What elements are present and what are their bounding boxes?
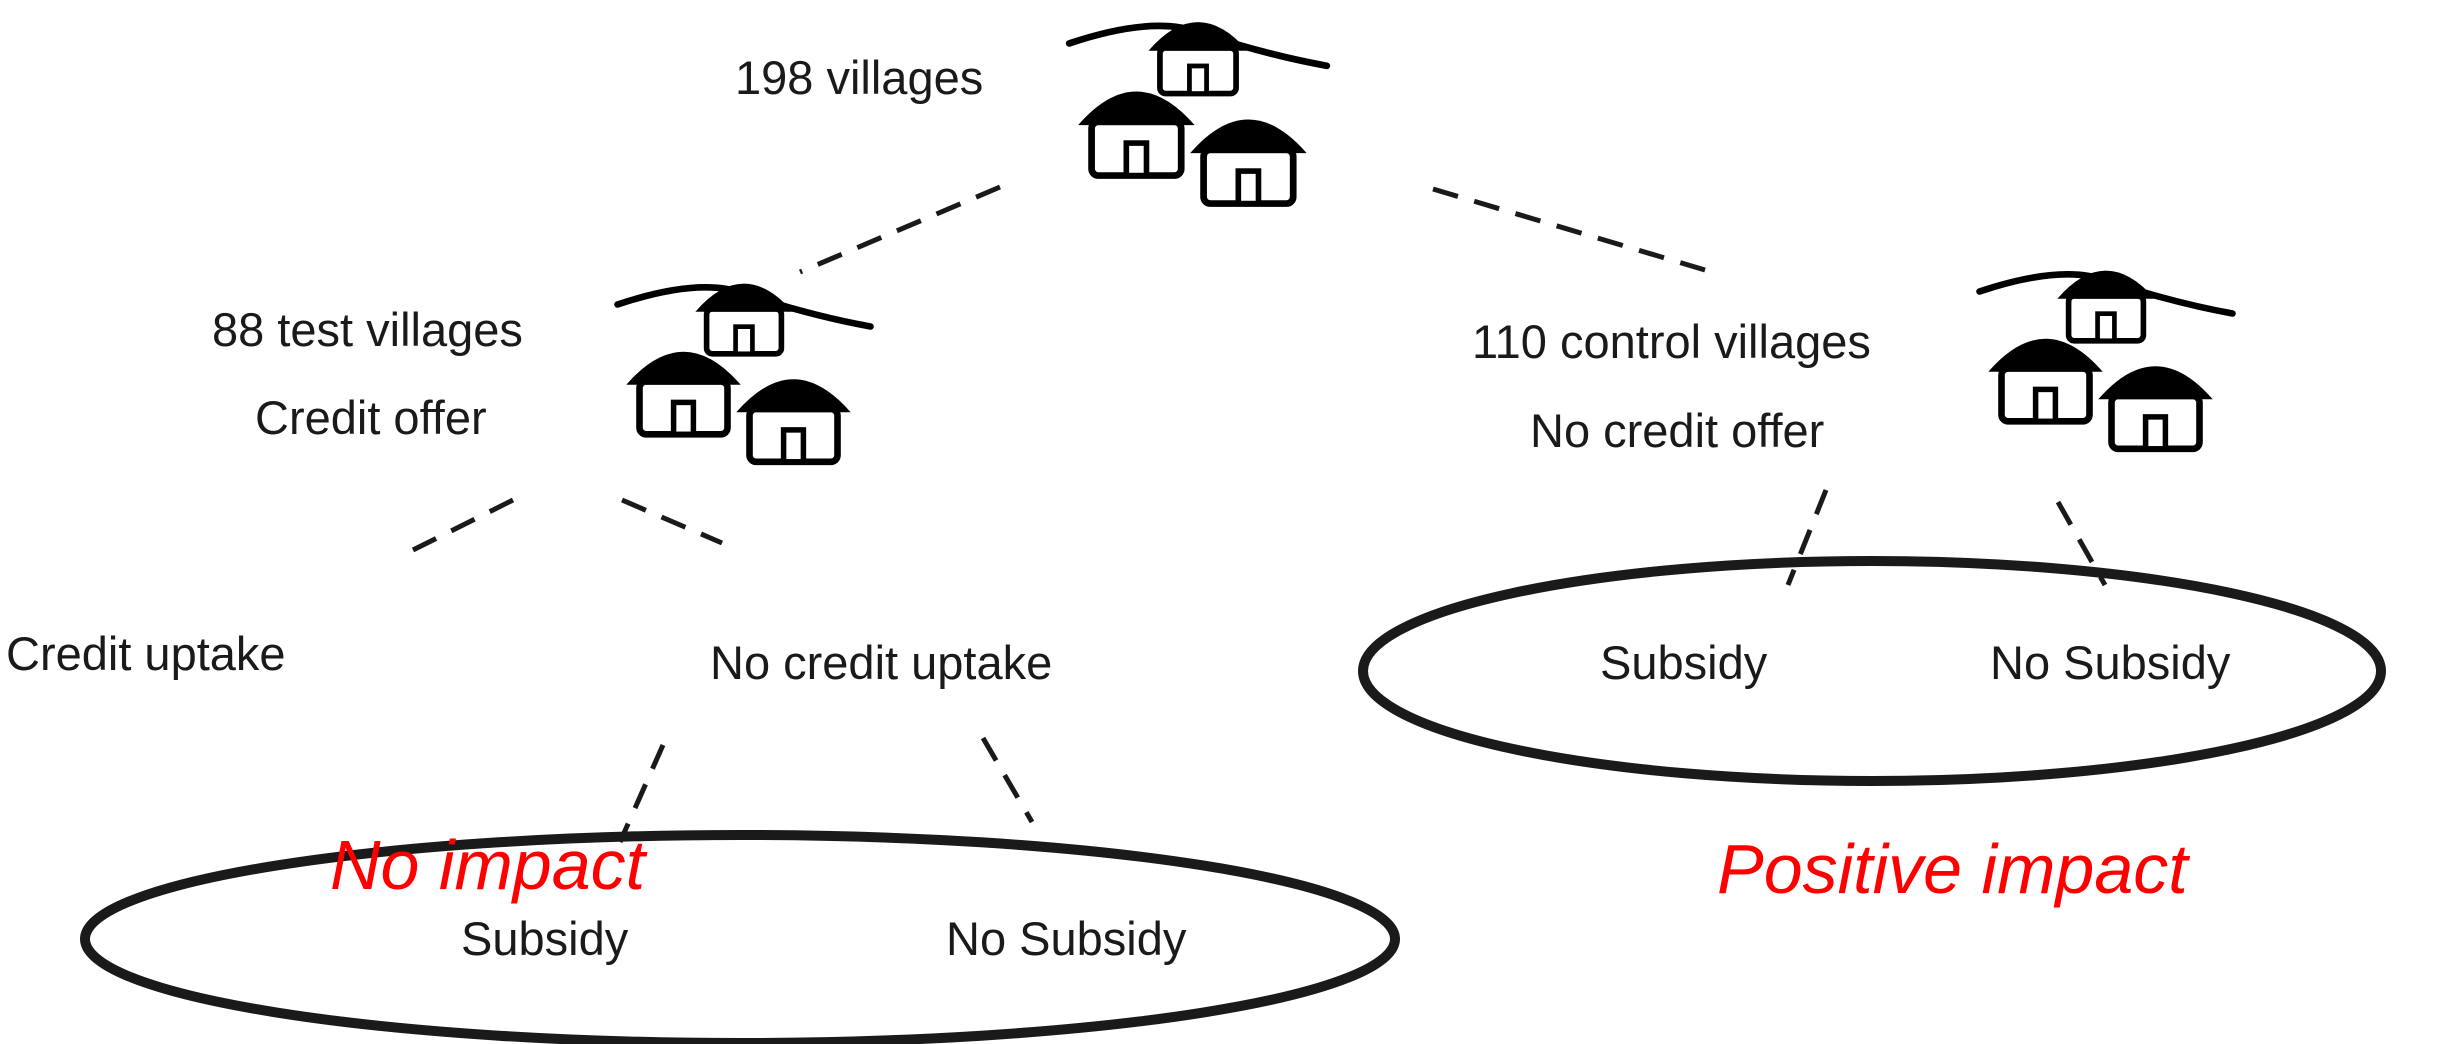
control-no-subsidy-label: No Subsidy [1990,636,2231,689]
control-villages-count-label: 110 control villages [1472,315,1871,368]
connector-line [1785,489,1829,586]
control-no-credit-offer-label: No credit offer [1530,404,1824,457]
control-subgroup-oval [1358,556,2386,786]
no-impact-label: No impact [330,826,648,904]
connector-line [621,497,723,546]
test-subsidy-label: Subsidy [461,912,629,965]
connector-line [980,736,1035,824]
credit-uptake-label: Credit uptake [6,627,286,680]
village-huts-icon [1069,22,1327,203]
no-credit-uptake-label: No credit uptake [710,636,1052,689]
connector-line [1432,186,1706,273]
test-no-subsidy-label: No Subsidy [946,912,1187,965]
connector-line [411,497,515,553]
village-huts-icon [1980,271,2233,449]
connector-line [617,743,666,844]
test-subgroup-oval [80,830,1400,1044]
test-villages-count-label: 88 test villages [212,303,523,356]
root-villages-label: 198 villages [735,51,983,104]
connector-line [799,184,1001,275]
control-subsidy-label: Subsidy [1600,636,1768,689]
test-credit-offer-label: Credit offer [255,391,487,444]
village-huts-icon [618,284,871,462]
positive-impact-label: Positive impact [1717,830,2190,908]
connector-line [2055,500,2108,587]
